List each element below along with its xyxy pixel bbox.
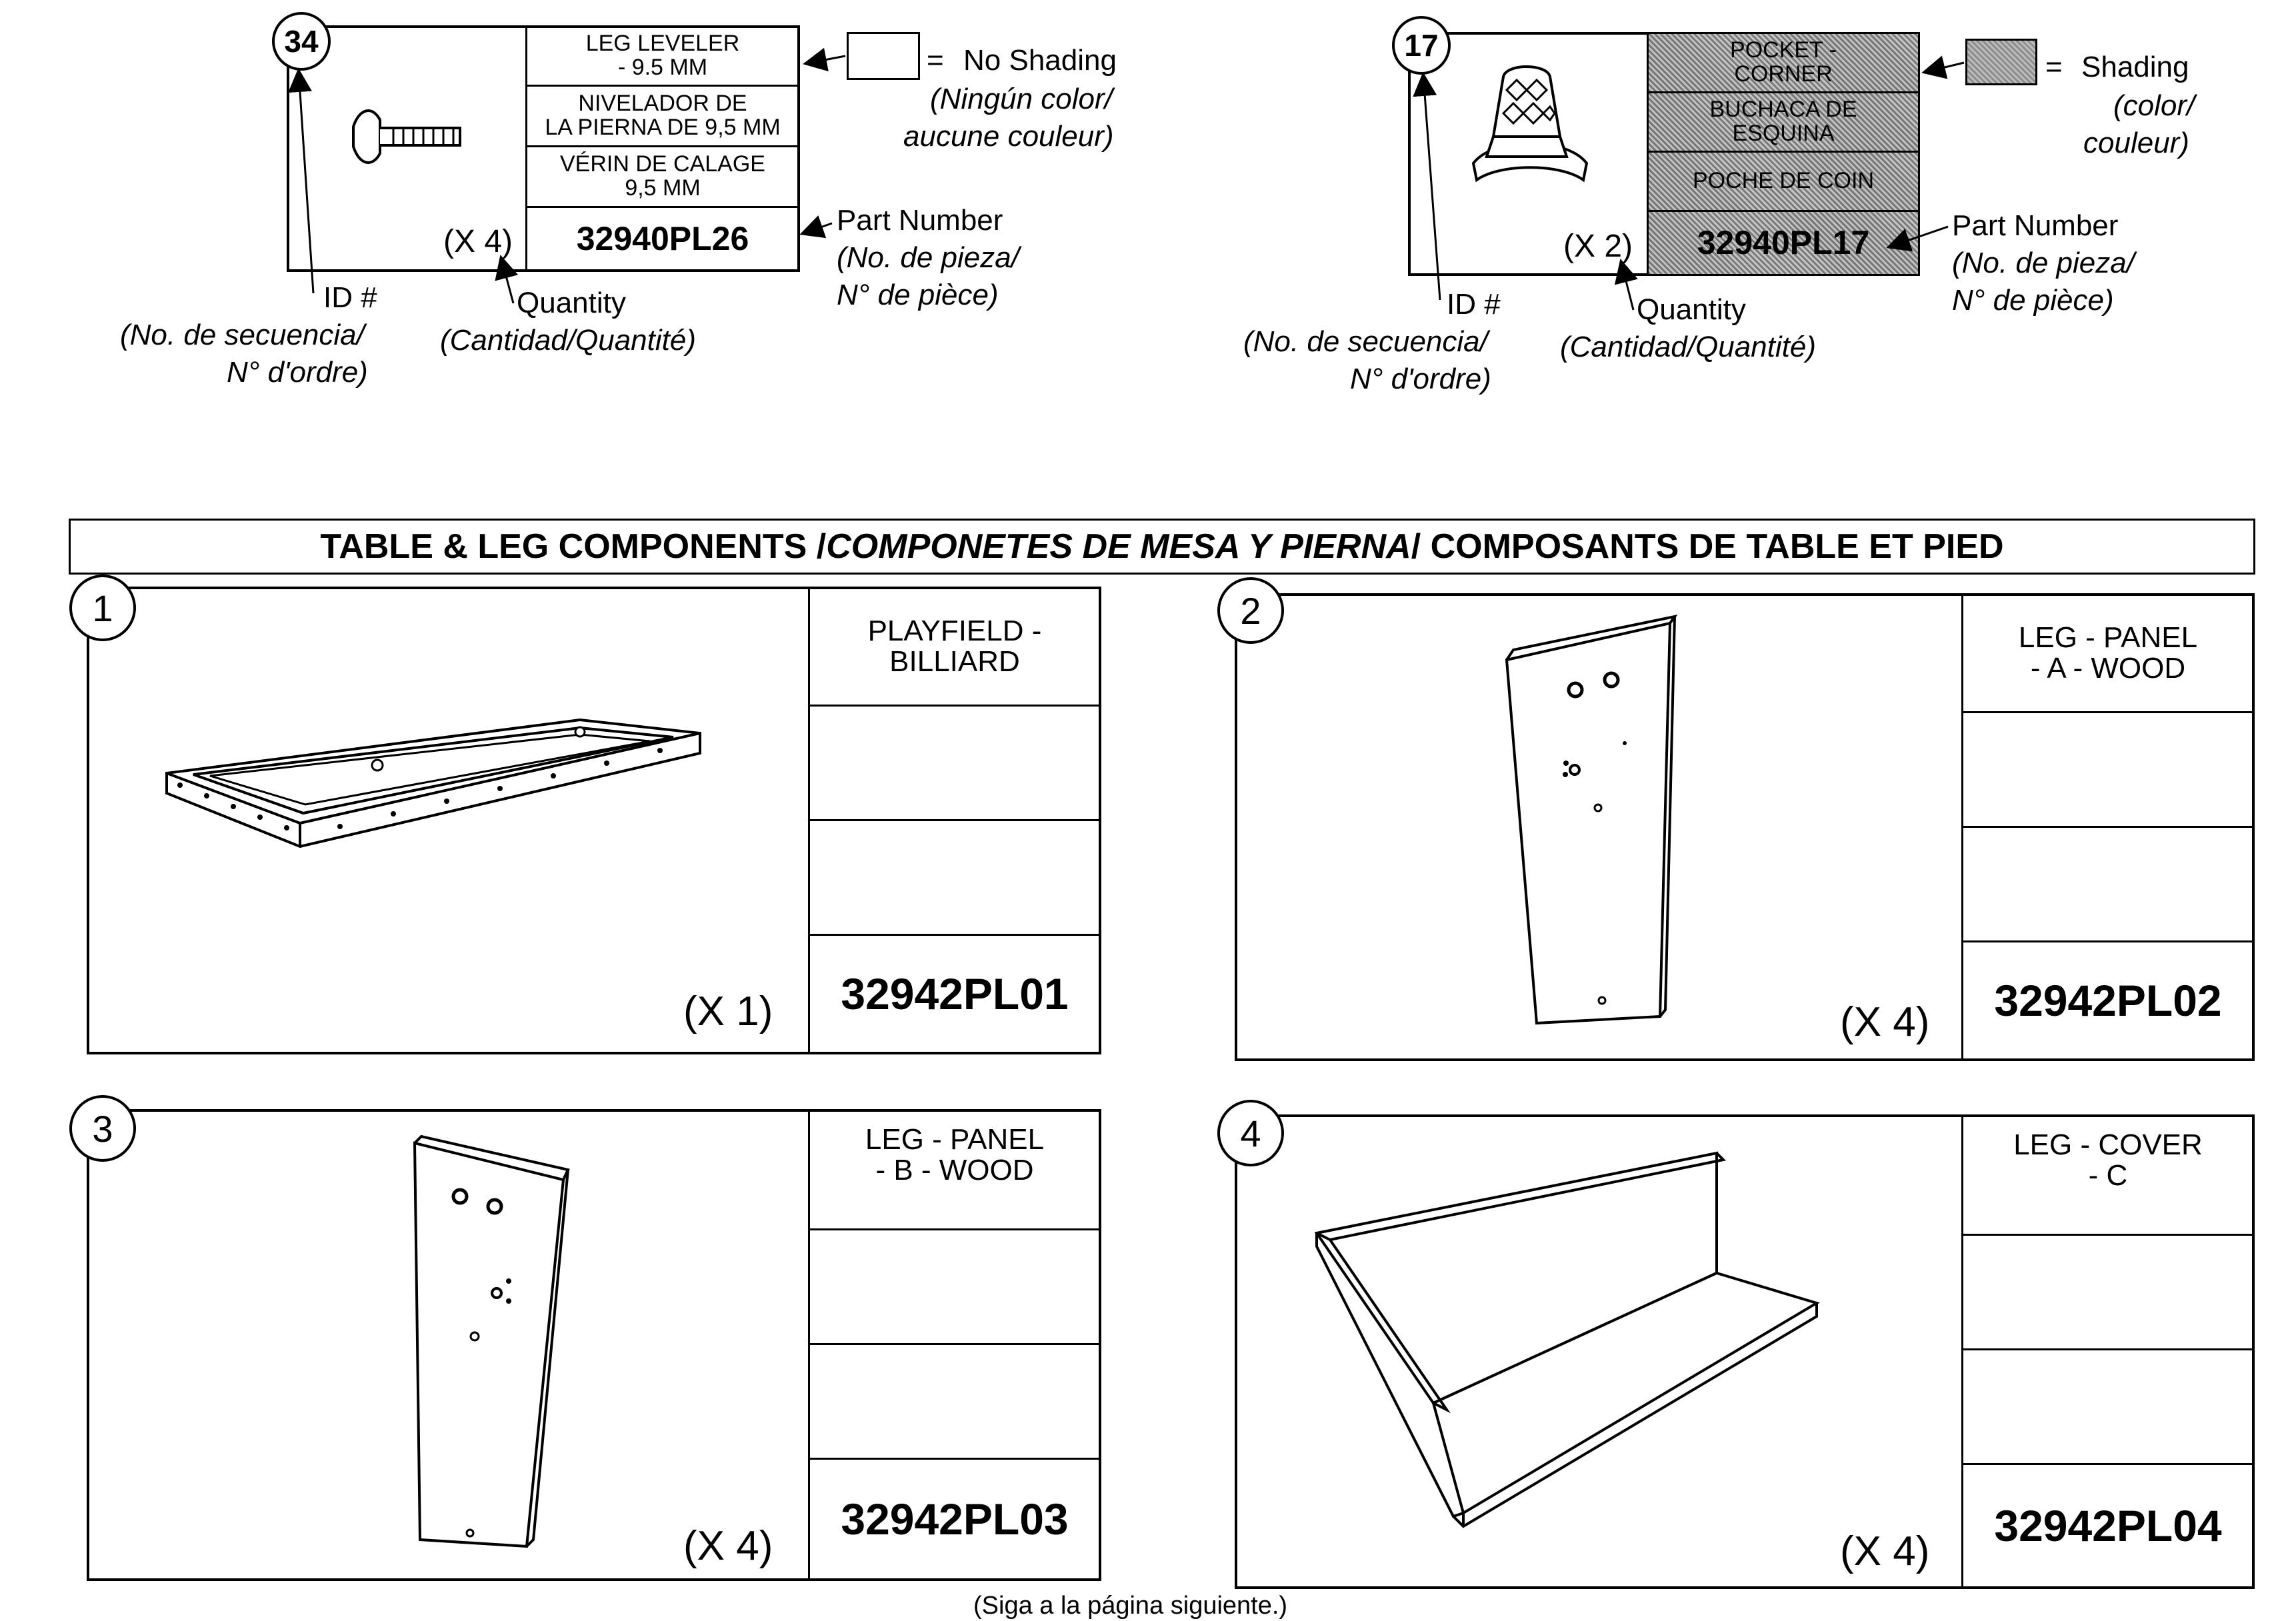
swatch-label-fr: aucune couleur) (903, 120, 1114, 153)
part-number: 32940PL26 (525, 206, 800, 272)
qty-label-es: (Cantidad/Quantité) (1560, 331, 1816, 363)
qty-value: (X 1) (683, 988, 773, 1034)
part-name-es (1961, 1234, 2255, 1350)
id-label-fr: N° d'ordre) (227, 356, 368, 389)
part-id-badge: 1 (69, 575, 136, 641)
id-label-fr: N° d'ordre) (1350, 363, 1491, 395)
shading-swatch (1965, 39, 2037, 85)
no-shading-swatch (847, 32, 920, 80)
swatch-label-es: (Ningún color/ (930, 83, 1113, 115)
corner-pocket-icon (1471, 65, 1589, 183)
swatch-label-fr: couleur) (2083, 127, 2189, 159)
id-label: ID # (1447, 288, 1501, 321)
part-id-badge: 2 (1217, 577, 1284, 644)
qty-value: (X 4) (443, 224, 513, 259)
id-label-es: (No. de secuencia/ (120, 319, 365, 351)
part-name-fr (1961, 826, 2255, 942)
leg-panel-a-icon (1505, 615, 1678, 1025)
qty-label-es: (Cantidad/Quantité) (440, 324, 696, 357)
desc-fr: POCHE DE COIN (1647, 151, 1920, 212)
id-badge: 17 (1392, 16, 1451, 75)
qty-value: (X 4) (1840, 999, 1930, 1045)
part-name-es (808, 1228, 1101, 1345)
id-label-es: (No. de secuencia/ (1243, 325, 1488, 358)
pn-label-es: (No. de pieza/ (1952, 247, 2135, 279)
part-name-es (1961, 711, 2255, 828)
part-number: 32942PL03 (808, 1458, 1101, 1581)
section-title-fr: / COMPOSANTS DE TABLE ET PIED (1411, 527, 2004, 566)
legend-right-arrows (1413, 55, 1965, 311)
pn-label: Part Number (1952, 209, 2119, 242)
part-id-badge: 4 (1217, 1100, 1284, 1166)
pn-label-fr: N° de pièce) (837, 279, 999, 311)
desc-en: POCKET -CORNER (1647, 32, 1920, 93)
qty-value: (X 4) (1840, 1528, 1930, 1574)
part-name-fr (808, 819, 1101, 936)
swatch-eq: = (2045, 51, 2063, 83)
part-name: LEG - PANEL- B - WOOD (808, 1109, 1101, 1230)
section-title-bar: TABLE & LEG COMPONENTS / COMPONETES DE M… (69, 519, 2255, 575)
swatch-label: Shading (2081, 51, 2189, 83)
part-name-es (808, 705, 1101, 821)
part-name-fr (808, 1343, 1101, 1460)
part-id-badge: 3 (69, 1095, 136, 1162)
part-number: 32942PL04 (1961, 1463, 2255, 1589)
part-number: 32942PL02 (1961, 940, 2255, 1061)
qty-label: Quantity (517, 287, 626, 319)
part-name: LEG - COVER- C (1961, 1114, 2255, 1236)
leg-cover-c-icon (1314, 1151, 1820, 1528)
qty-value: (X 4) (683, 1523, 773, 1569)
part-number: 32940PL17 (1647, 210, 1920, 276)
section-title-es: COMPONETES DE MESA Y PIERNA (826, 527, 1411, 566)
part-name: LEG - PANEL- A - WOOD (1961, 593, 2255, 713)
swatch-label-es: (color/ (2113, 89, 2195, 122)
part-name: PLAYFIELD -BILLIARD (808, 587, 1101, 707)
id-label: ID # (323, 281, 377, 314)
qty-value: (X 2) (1563, 229, 1633, 264)
pn-label-fr: N° de pièce) (1952, 284, 2114, 317)
pn-label-es: (No. de pieza/ (837, 241, 1019, 274)
id-badge: 34 (272, 12, 331, 71)
section-title-en: TABLE & LEG COMPONENTS / (320, 527, 827, 566)
leg-panel-b-icon (413, 1134, 570, 1548)
pn-label: Part Number (837, 204, 1003, 237)
footer-note: (Siga a la página siguiente.) (973, 1592, 1288, 1620)
part-name-fr (1961, 1348, 2255, 1465)
swatch-eq: = (927, 44, 944, 77)
leg-leveler-icon (352, 109, 461, 164)
billiard-playfield-icon (165, 718, 701, 848)
part-number: 32942PL01 (808, 934, 1101, 1054)
legend-left-arrows (288, 47, 846, 304)
qty-label: Quantity (1637, 293, 1746, 326)
part-card-frame (87, 1109, 1101, 1581)
swatch-label: No Shading (963, 44, 1117, 77)
